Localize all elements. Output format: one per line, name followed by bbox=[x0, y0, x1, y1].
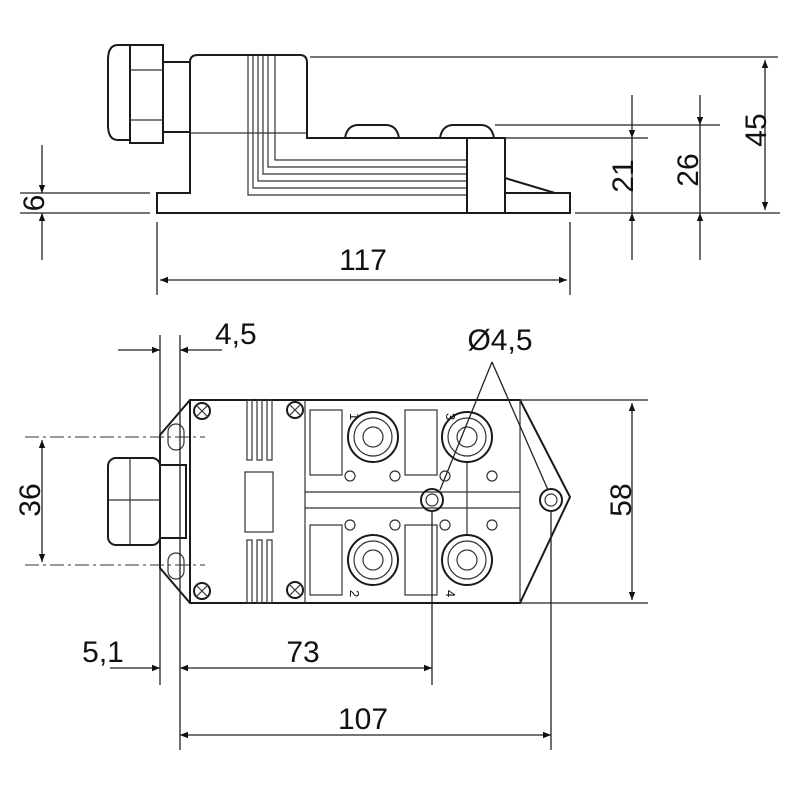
dim-hole-spacing-label: 36 bbox=[14, 483, 47, 516]
dimension-lines-side bbox=[38, 60, 769, 284]
mounting-slot bbox=[167, 552, 185, 580]
dim-length-label: 117 bbox=[339, 244, 387, 277]
m12-port-4 bbox=[441, 534, 493, 586]
dim-flange-label: 4,5 bbox=[215, 318, 257, 351]
housing-ribs bbox=[244, 399, 274, 604]
port-number-4: 4 bbox=[443, 590, 458, 597]
dim-overall-length-label: 107 bbox=[338, 703, 388, 736]
housing-outline-top bbox=[159, 399, 572, 604]
dim-hole-to-hole-label: 73 bbox=[286, 636, 319, 669]
top-view: 1 2 3 4 4,5 Ø4,5 bbox=[14, 318, 648, 750]
port-bump-2 bbox=[439, 124, 495, 139]
mounting-ramp bbox=[504, 177, 556, 194]
dim-hole-diameter-label: Ø4,5 bbox=[467, 324, 532, 357]
port-number-1: 1 bbox=[347, 413, 362, 420]
screws bbox=[193, 401, 304, 600]
housing-outline bbox=[156, 54, 571, 214]
m12-port-2 bbox=[347, 534, 399, 586]
dim-port-height-label: 21 bbox=[607, 159, 640, 192]
m12-port-3 bbox=[441, 411, 493, 463]
port-bump-1 bbox=[344, 124, 400, 139]
dim-width-label: 58 bbox=[605, 483, 638, 516]
dim-base-height-label: 6 bbox=[18, 195, 51, 212]
port-number-3: 3 bbox=[443, 413, 458, 420]
cable-gland-top bbox=[107, 457, 161, 546]
m12-port-1 bbox=[347, 411, 399, 463]
dim-total-height-label: 45 bbox=[740, 113, 773, 146]
housing-grooves bbox=[247, 55, 467, 196]
side-view: 117 6 21 26 45 bbox=[18, 44, 780, 295]
label-fields bbox=[305, 409, 520, 596]
dimension-lines-top bbox=[38, 346, 636, 739]
dim-port-top-height-label: 26 bbox=[672, 153, 705, 186]
cable-gland-side bbox=[107, 44, 191, 144]
dim-offset-label: 5,1 bbox=[82, 636, 124, 669]
port-number-2: 2 bbox=[347, 590, 362, 597]
